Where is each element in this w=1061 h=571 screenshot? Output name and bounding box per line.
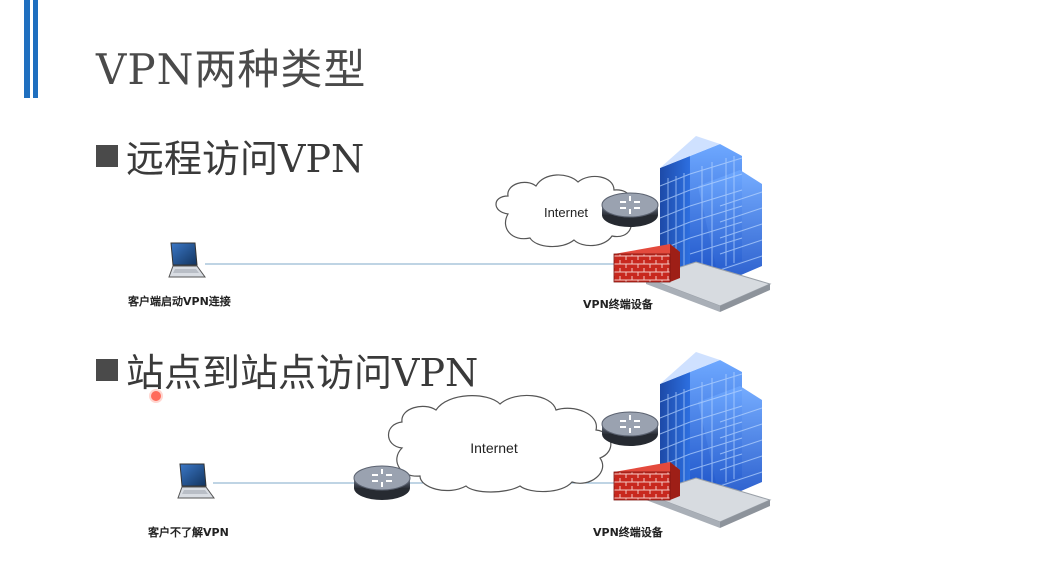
client-caption: 客户端启动VPN连接 bbox=[128, 295, 231, 308]
server-caption: VPN终端设备 bbox=[593, 526, 663, 539]
server-building-icon bbox=[645, 351, 771, 529]
page-title: VPN两种类型 bbox=[96, 45, 367, 94]
section-heading-remote: 远程访问VPN bbox=[96, 128, 364, 183]
client-caption: 客户不了解VPN bbox=[148, 526, 229, 539]
section-heading-site-text: 站点到站点访问VPN bbox=[126, 351, 479, 395]
accent-bar-left bbox=[24, 0, 30, 98]
square-bullet-icon bbox=[96, 144, 118, 167]
server-building-icon bbox=[645, 135, 771, 313]
accent-bar bbox=[24, 0, 38, 98]
section-heading-remote-text: 远程访问VPN bbox=[126, 137, 365, 181]
server-caption: VPN终端设备 bbox=[583, 298, 653, 311]
router-icon bbox=[601, 411, 659, 447]
router-icon bbox=[601, 192, 659, 228]
firewall-icon bbox=[613, 243, 681, 283]
firewall-icon bbox=[613, 461, 681, 501]
section-heading-site: 站点到站点访问VPN bbox=[96, 342, 478, 397]
cloud-label: Internet bbox=[470, 440, 518, 456]
cloud-label: Internet bbox=[544, 205, 588, 220]
laptop-icon bbox=[177, 463, 215, 499]
square-bullet-icon bbox=[96, 358, 118, 381]
router-icon bbox=[353, 465, 411, 501]
pointer-dot bbox=[151, 391, 161, 401]
laptop-icon bbox=[168, 242, 206, 278]
accent-bar-right bbox=[33, 0, 38, 98]
